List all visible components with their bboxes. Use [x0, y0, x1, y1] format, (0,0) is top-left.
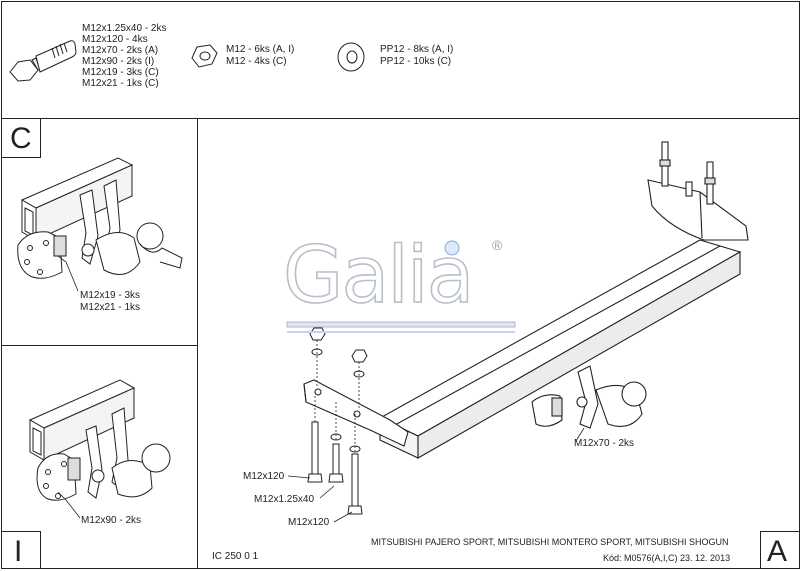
bolt-icon: [9, 40, 77, 82]
variant-i-letter: I: [14, 535, 23, 568]
bolt-spec-line-4: M12x90 - 2ks (I): [82, 56, 155, 67]
galia-logo: Galia: [282, 231, 475, 321]
logo-dot-icon: [444, 240, 460, 256]
bolt-spec-line-3: M12x70 - 2ks (A): [82, 45, 159, 56]
nut-spec-line-1: M12 - 6ks (A, I): [226, 44, 295, 55]
callout-bolt-b: M12x1.25x40: [254, 494, 315, 505]
variant-c-label-2: M12x21 - 1ks: [80, 302, 141, 313]
logo-registered-mark: ®: [492, 237, 503, 253]
side-panel-middle-divider: [1, 345, 197, 346]
washer-icon: [337, 42, 365, 72]
variant-c-sketch: [17, 157, 183, 279]
bolt-spec-line-2: M12x120 - 4ks: [82, 34, 148, 45]
logo-bar-thin: [287, 331, 515, 333]
washer-spec-line-2: PP12 - 10ks (C): [380, 56, 452, 67]
variant-i-sketch: [28, 379, 171, 501]
variant-i-label-1: M12x90 - 2ks: [81, 515, 142, 526]
nut-spec-line-2: M12 - 4ks (C): [226, 56, 287, 67]
main-letter: A: [767, 535, 788, 568]
towbar-main-drawing: [303, 141, 749, 459]
logo-bar: [286, 321, 516, 328]
drawing-code: IC 250 0 1: [212, 551, 259, 562]
header-divider: [1, 118, 800, 119]
variant-c-label-1: M12x19 - 3ks: [80, 290, 141, 301]
callout-bolt-a: M12x120: [243, 471, 285, 482]
variant-c-letter: C: [10, 122, 32, 155]
callout-bolt-c: M12x120: [288, 517, 330, 528]
variant-i-letter-box: [1, 531, 41, 569]
nut-icon: [191, 44, 218, 68]
bolt-spec-line-5: M12x19 - 3ks (C): [82, 67, 159, 78]
callout-ball-mount: M12x70 - 2ks: [574, 438, 635, 449]
side-panel-divider: [197, 118, 198, 569]
vehicle-list: MITSUBISHI PAJERO SPORT, MITSUBISHI MONT…: [371, 537, 729, 547]
leader-lines: [314, 340, 360, 452]
variant-c-letter-box: [1, 118, 41, 158]
washer-spec-line-1: PP12 - 8ks (A, I): [380, 44, 454, 55]
bolt-spec-line-6: M12x21 - 1ks (C): [82, 78, 159, 89]
kod-date: Kód: M0576(A,I,C) 23. 12. 2013: [603, 553, 731, 563]
main-letter-box: [760, 531, 800, 569]
bolt-spec-line-1: M12x1.25x40 - 2ks: [82, 23, 167, 34]
